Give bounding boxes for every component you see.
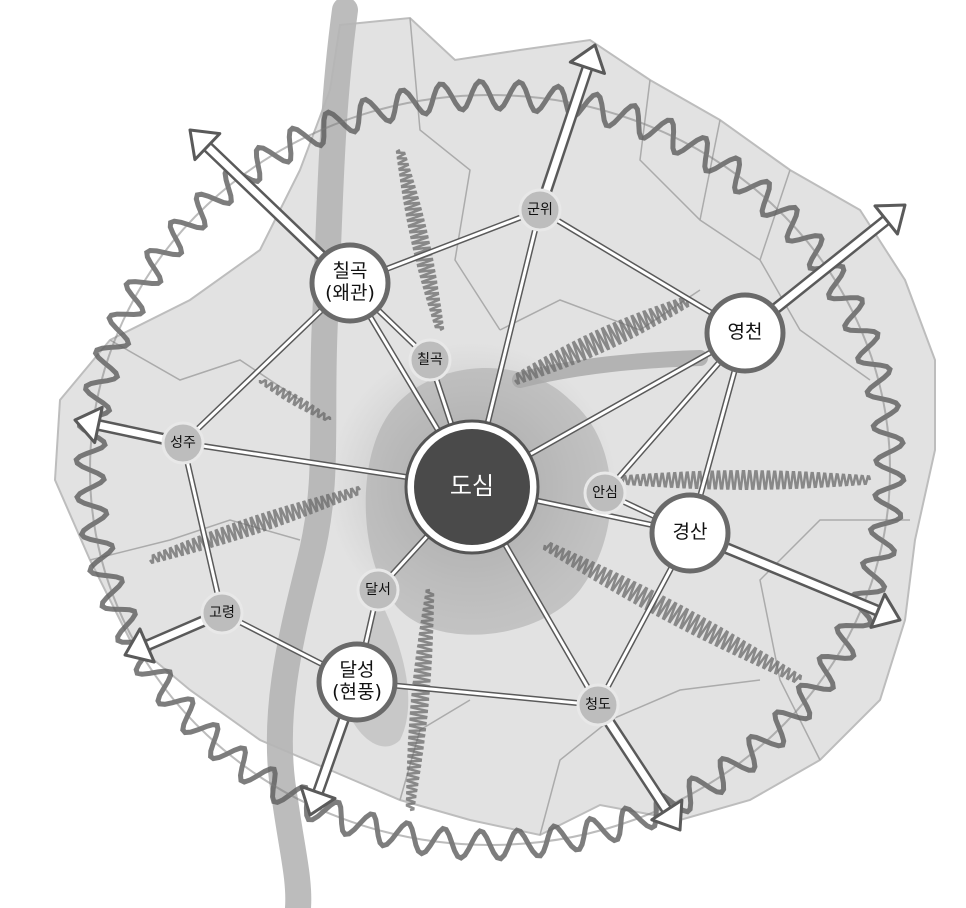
chilgok-waegwan-node bbox=[312, 245, 388, 321]
seongju-node bbox=[163, 423, 203, 463]
yeongcheon-node bbox=[707, 295, 783, 371]
band-east bbox=[620, 471, 870, 488]
chilgok-node bbox=[410, 340, 450, 380]
center-node bbox=[414, 429, 530, 545]
dalseo-node bbox=[358, 570, 398, 610]
ansim-node bbox=[585, 473, 625, 513]
dalseong-hyeonpung-node bbox=[319, 644, 395, 720]
gunwi-node bbox=[520, 190, 560, 230]
cheongdo-node bbox=[578, 685, 618, 725]
gyeongsan-node bbox=[652, 495, 728, 571]
goryeong-node bbox=[202, 593, 242, 633]
